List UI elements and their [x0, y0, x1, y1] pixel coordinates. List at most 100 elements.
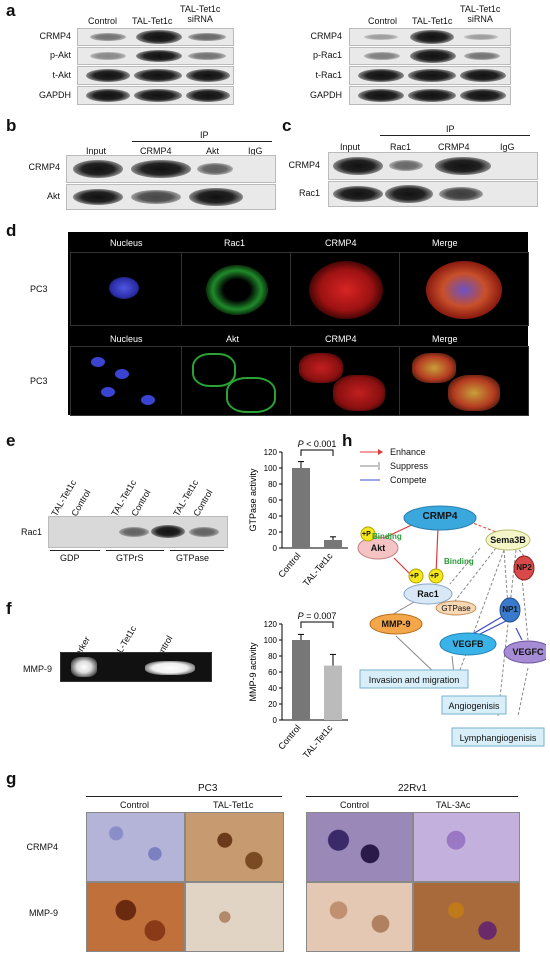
ihc-image [185, 812, 284, 882]
binding-label: Binding [444, 557, 474, 566]
bar [324, 665, 342, 720]
group-label: GTPase [176, 553, 210, 563]
col-label: TAL-Tet1c siRNA [460, 4, 501, 24]
y-tick-label: 100 [264, 636, 278, 645]
node-crmp4: CRMP4 [422, 511, 458, 522]
y-tick-label: 0 [273, 544, 278, 553]
micro-image-rac1 [181, 252, 291, 326]
blot-strip [349, 28, 511, 46]
y-tick-label: 60 [268, 668, 277, 677]
node-invasion: Invasion and migration [368, 675, 460, 685]
col-label: IgG [500, 142, 515, 152]
ip-label: IP [446, 124, 455, 134]
node-lymph: Lymphangiogenisis [459, 733, 537, 743]
ihc-image [413, 812, 520, 882]
col-label: CRMP4 [140, 146, 172, 156]
y-tick-label: 80 [268, 480, 277, 489]
row-label: p-Rac1 [312, 50, 342, 60]
col-label: Control [340, 800, 370, 810]
row-label: p-Akt [49, 50, 71, 60]
col-label: IgG [248, 146, 263, 156]
col-label: TAL-Tet1c [412, 16, 453, 26]
ihc-image [86, 812, 185, 882]
panel-label-b: b [6, 116, 17, 135]
pathway-diagram [357, 449, 546, 747]
group-label: GTPrS [116, 553, 144, 563]
panel-label-c: c [282, 116, 292, 135]
row-label: CRMP4 [26, 842, 58, 852]
ihc-image [306, 882, 413, 952]
blot-strip [48, 516, 228, 548]
phospho-label: +P [410, 573, 419, 580]
lane-label: Control [191, 487, 215, 518]
y-tick-label: 80 [268, 652, 277, 661]
phospho-label: +P [430, 573, 439, 580]
bar [292, 468, 310, 548]
node-vegfc: VEGFC [512, 647, 544, 657]
panel-label-d: d [6, 221, 17, 240]
blot-strip [77, 86, 234, 105]
y-tick-label: 100 [264, 464, 278, 473]
col-label: TAL-Tet1c siRNA [180, 4, 221, 24]
col-label: Control [120, 800, 150, 810]
col-label: Merge [432, 238, 458, 248]
row-label: Akt [46, 191, 60, 201]
col-label: Nucleus [110, 334, 143, 344]
ihc-image [413, 882, 520, 952]
node-gtpase: GTPase [441, 604, 471, 613]
col-label: Control [368, 16, 398, 26]
y-tick-label: 120 [264, 448, 278, 457]
node-sema3b: Sema3B [490, 535, 526, 545]
col-label: Nucleus [110, 238, 143, 248]
node-angio: Angiogenisis [448, 701, 500, 711]
y-axis-label: GTPase activity [248, 468, 258, 532]
node-akt: Akt [370, 543, 386, 553]
panel-label-e: e [6, 431, 16, 450]
group-label: 22Rv1 [398, 783, 427, 794]
p-value: P < 0.001 [298, 440, 337, 449]
lane-label: Control [129, 487, 153, 518]
x-tick-label: Control [276, 551, 302, 580]
row-label: PC3 [30, 284, 48, 294]
micro-image-nucleus [70, 252, 182, 326]
col-label: TAL-Tet1c [213, 800, 254, 810]
micro-image-crmp4 [290, 252, 400, 326]
col-label: Merge [432, 334, 458, 344]
bar [324, 540, 342, 548]
row-label: MMP-9 [29, 908, 58, 918]
col-label: CRMP4 [325, 334, 357, 344]
node-np2: NP2 [516, 563, 532, 572]
panel-label-f: f [6, 599, 12, 618]
row-label: MMP-9 [23, 664, 52, 674]
legend-suppress: Suppress [390, 461, 429, 471]
row-label: t-Akt [52, 70, 71, 80]
ihc-image [185, 882, 284, 952]
col-label: Control [88, 16, 118, 26]
row-label: GAPDH [38, 90, 71, 100]
blot-strip [77, 47, 234, 65]
y-tick-label: 40 [268, 684, 277, 693]
blot-strip [349, 47, 511, 65]
ihc-image [86, 882, 185, 952]
bar [292, 640, 310, 720]
panel-label-h: h [342, 431, 353, 450]
micro-image-crmp4 [290, 346, 400, 416]
blot-strip [77, 66, 234, 85]
group-label: PC3 [198, 783, 218, 794]
y-tick-label: 0 [273, 716, 278, 725]
blot-strip [77, 28, 234, 46]
y-tick-label: 20 [268, 700, 277, 709]
row-label: t-Rac1 [315, 70, 342, 80]
binding-label: Binding [372, 532, 402, 541]
col-label: Input [340, 142, 361, 152]
col-label: Akt [226, 334, 240, 344]
node-mmp9: MMP-9 [381, 619, 411, 629]
y-tick-label: 40 [268, 512, 277, 521]
micro-image-merge [399, 346, 529, 416]
node-vegfb: VEGFB [452, 639, 484, 649]
phospho-label: +P [362, 531, 371, 538]
col-label: TAL-Tet1c [132, 16, 173, 26]
col-label: TAL-3Ac [436, 800, 471, 810]
row-label: CRMP4 [288, 160, 320, 170]
panel-label-g: g [6, 769, 17, 788]
